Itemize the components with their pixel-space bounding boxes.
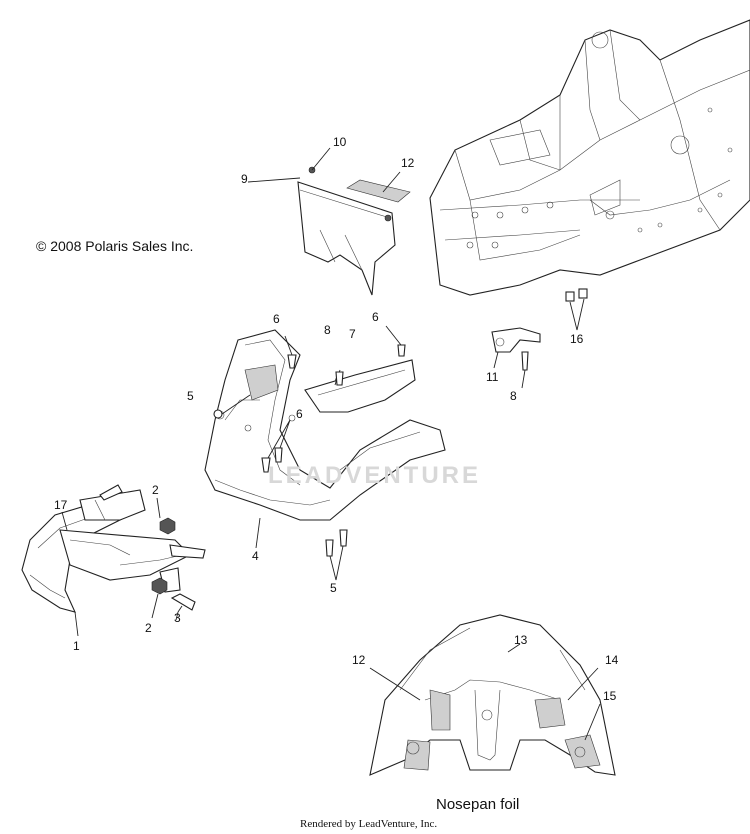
part-5-fasteners [213,369,348,581]
callout-6: 6 [296,407,303,421]
callout-12: 12 [352,653,366,667]
callout-6: 6 [273,312,280,326]
callout-5: 5 [187,389,194,403]
callout-16: 16 [570,332,584,346]
callout-7: 7 [349,327,356,341]
part-12-foil [346,171,411,203]
callout-8: 8 [510,389,517,403]
part-11-bracket [491,327,541,389]
callout-4: 4 [252,549,259,563]
part-16-grommets [565,288,588,331]
callout-13: 13 [514,633,528,647]
callout-2: 2 [145,621,152,635]
watermark: LEADVENTURE [268,462,482,489]
callout-15: 15 [603,689,617,703]
part-3-bolt [170,593,196,613]
callout-12: 12 [401,156,415,170]
nosepan-foil-detail [369,614,616,776]
part-2-nuts [151,497,176,619]
callout-10: 10 [333,135,347,149]
leader-lines [74,177,301,637]
callout-1: 1 [73,639,80,653]
part-1-bumper [21,484,206,613]
callout-14: 14 [605,653,619,667]
part-7-panel [304,359,416,413]
part-6-fasteners [261,325,406,473]
callout-9: 9 [241,172,248,186]
callout-2: 2 [152,483,159,497]
part-9-cover [297,147,396,296]
callout-5: 5 [330,581,337,595]
callout-3: 3 [174,611,181,625]
callout-6: 6 [372,310,379,324]
callout-17: 17 [54,498,68,512]
detail-caption: Nosepan foil [436,796,520,813]
part-4-nosepan [204,329,446,521]
callout-8: 8 [324,323,331,337]
callout-11: 11 [486,370,499,384]
copyright-notice: © 2008 Polaris Sales Inc. [36,238,194,254]
chassis-frame [429,19,750,296]
rendered-by-credit: Rendered by LeadVenture, Inc. [300,818,438,830]
